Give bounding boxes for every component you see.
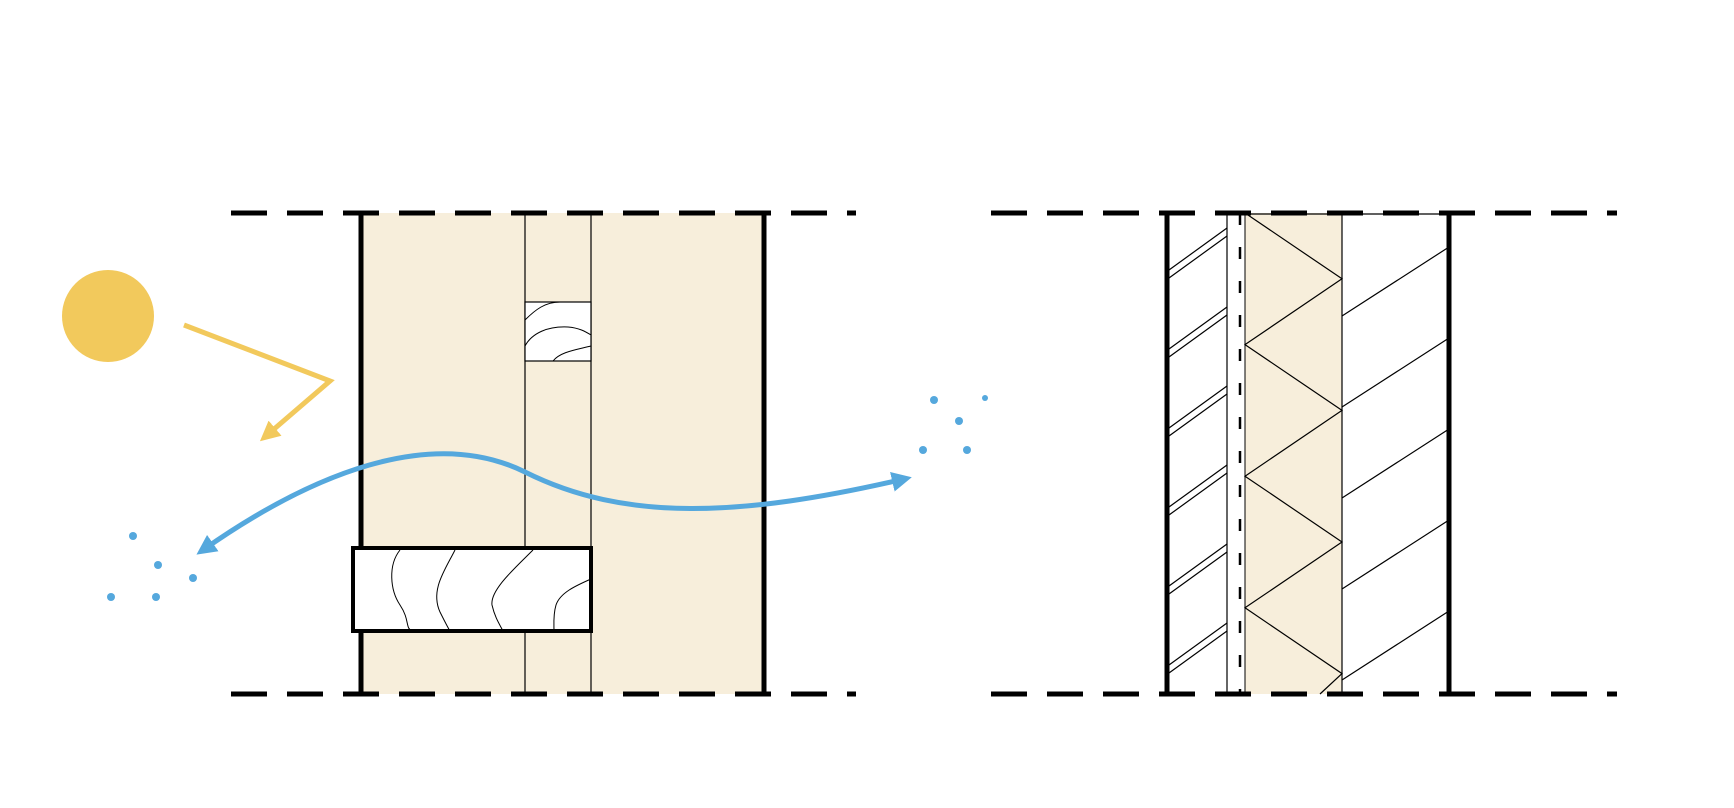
board-double-line — [1168, 306, 1228, 350]
solar-radiation-arrow-icon — [183, 322, 335, 442]
small-timber-block — [524, 301, 592, 362]
insulation-fill — [1245, 213, 1342, 694]
moisture-dots-left — [107, 532, 197, 601]
board-double-line — [1168, 227, 1228, 271]
cladding-diagonal — [1341, 246, 1450, 317]
sun-icon — [62, 270, 154, 362]
cladding-diagonal — [1341, 428, 1450, 499]
cladding-hatch — [1168, 212, 1450, 695]
board-double-line — [1168, 543, 1228, 587]
board-double-line — [1168, 551, 1228, 595]
moisture-flow-arrow-icon — [196, 451, 912, 555]
moisture-dot — [963, 446, 971, 454]
board-double-line — [1168, 630, 1228, 674]
board-double-line — [1168, 235, 1228, 279]
cladding-diagonal — [1341, 519, 1450, 590]
moisture-dot — [930, 396, 938, 404]
moisture-dots-right — [919, 395, 988, 454]
left-wall-section — [231, 210, 856, 697]
cladding-diagonal — [1341, 337, 1450, 408]
cladding-diagonal — [1341, 610, 1450, 681]
moisture-dot — [107, 593, 115, 601]
board-double-line — [1168, 472, 1228, 516]
moisture-dot — [955, 417, 963, 425]
moisture-dot — [154, 561, 162, 569]
moisture-dot — [189, 574, 197, 582]
moisture-dot — [982, 395, 988, 401]
board-double-line — [1168, 464, 1228, 508]
board-double-line — [1168, 385, 1228, 429]
board-double-line — [1168, 314, 1228, 358]
board-double-line — [1168, 622, 1228, 666]
board-double-line — [1168, 393, 1228, 437]
moisture-dot — [919, 446, 927, 454]
timber-beam — [351, 546, 593, 633]
right-wall-section — [991, 210, 1617, 697]
moisture-dot — [129, 532, 137, 540]
moisture-dot — [152, 593, 160, 601]
